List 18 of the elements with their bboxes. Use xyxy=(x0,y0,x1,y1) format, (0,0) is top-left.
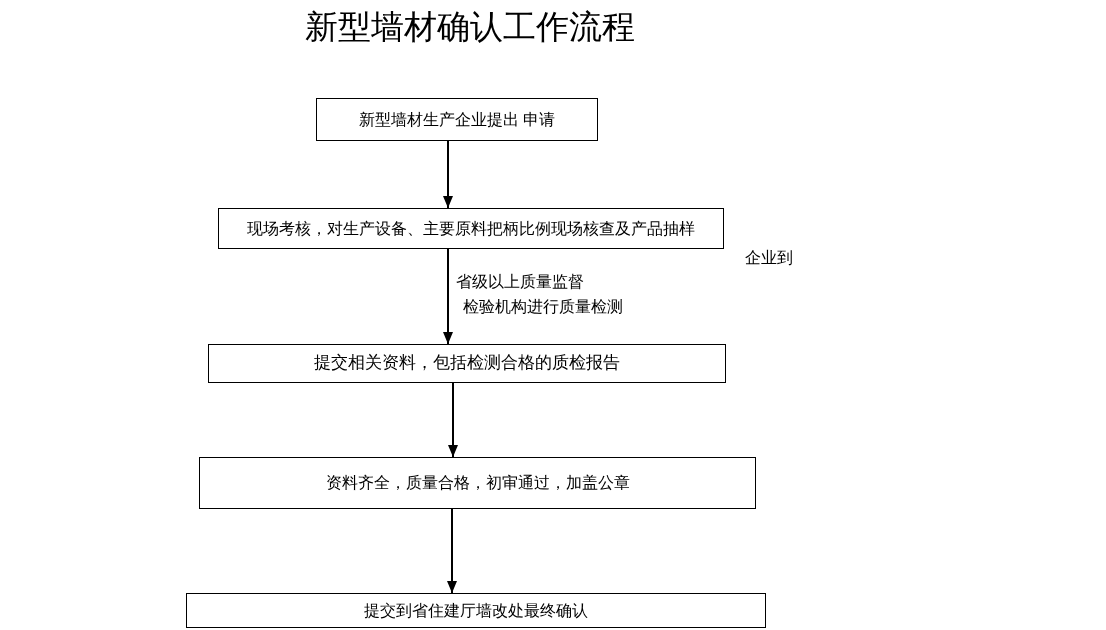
arrow xyxy=(448,382,458,458)
step-text: 现场考核，对生产设备、主要原料把柄比例现场核查及产品抽样 xyxy=(247,218,695,239)
note-text: 检验机构进行质量检测 xyxy=(463,297,623,317)
process-box xyxy=(208,344,726,383)
step-text: 提交相关资料，包括检测合格的质检报告 xyxy=(314,353,620,374)
arrow xyxy=(443,248,453,345)
step-text: 资料齐全，质量合格，初审通过，加盖公章 xyxy=(325,473,630,493)
edge-label: 省级以上质量监督 xyxy=(455,272,585,292)
arrow xyxy=(447,508,457,594)
step-text: 新型墙材生产企业提出 申请 xyxy=(358,109,556,130)
process-box xyxy=(316,98,598,141)
process-box xyxy=(218,208,724,249)
process-box xyxy=(199,457,756,509)
process-box xyxy=(186,593,766,628)
step-text: 提交到省住建厅墙改处最终确认 xyxy=(364,600,588,621)
diagram-title: 新型墙材确认工作流程 xyxy=(305,8,635,47)
note-text: 企业到 xyxy=(745,248,793,268)
arrow xyxy=(443,140,453,209)
